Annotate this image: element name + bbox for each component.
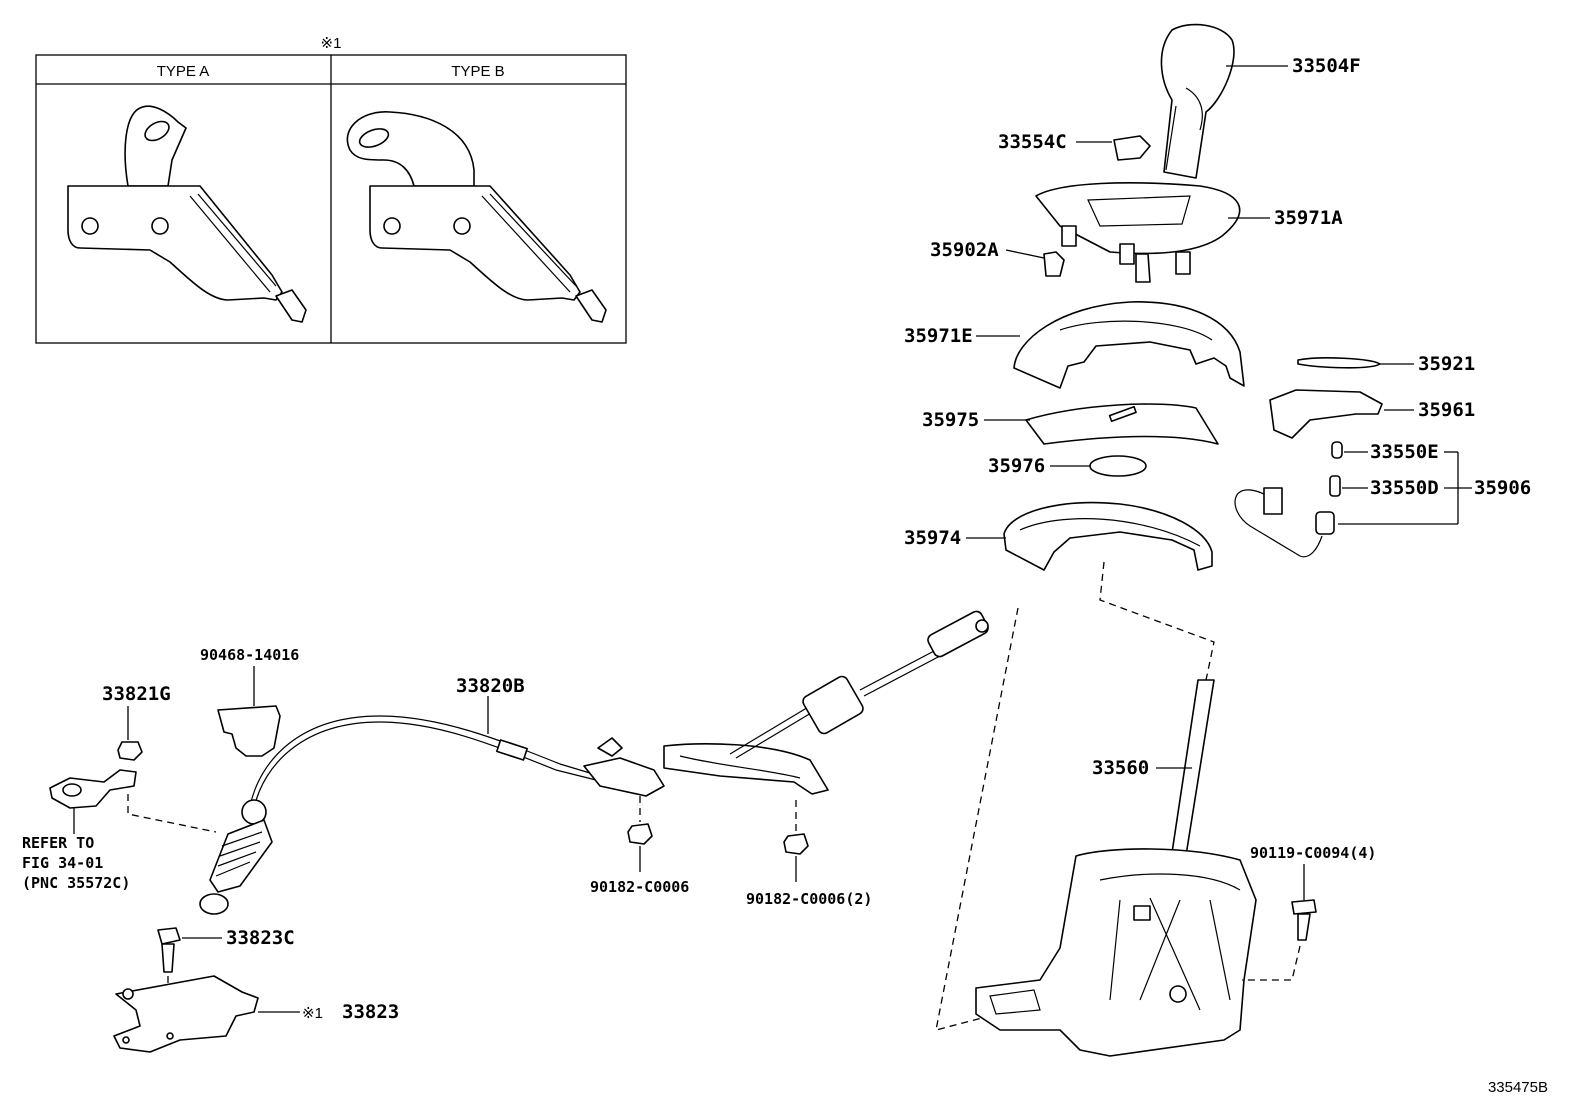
nut-33821G [117, 741, 143, 761]
label-90119: 90119-C0094(4) [1250, 844, 1376, 862]
label-33554C: 33554C [998, 131, 1067, 153]
shift-cable [249, 610, 989, 809]
label-35961: 35961 [1418, 399, 1475, 421]
label-35976: 35976 [988, 455, 1045, 477]
inset-box: ※1 TYPE A TYPE B [35, 35, 627, 344]
label-35974: 35974 [904, 527, 961, 549]
shift-knob [1160, 23, 1235, 179]
label-35975: 35975 [922, 409, 979, 431]
label-90182-b: 90182-C0006(2) [746, 890, 872, 908]
bulb-d [1329, 475, 1341, 497]
ref-line2: FIG 34-01 [22, 854, 103, 872]
knob-button [1113, 135, 1151, 161]
type-b-bracket [346, 111, 607, 323]
bracket-35572C [49, 769, 137, 809]
label-33821G: 33821G [102, 683, 171, 705]
label-90182-a: 90182-C0006 [590, 878, 689, 896]
ref-line3: (PNC 35572C) [22, 874, 130, 892]
bolt-90119 [1291, 899, 1317, 941]
clip [1043, 251, 1065, 277]
label-33823C: 33823C [226, 927, 295, 949]
bracket-33823 [113, 975, 259, 1053]
label-35971E: 35971E [904, 325, 973, 347]
upper-console-cover [1035, 182, 1241, 283]
label-90468: 90468-14016 [200, 646, 299, 664]
plate-35976 [1089, 455, 1147, 477]
inset-note-mark: ※1 [321, 35, 342, 52]
type-b-header: TYPE B [451, 63, 504, 80]
type-a-header: TYPE A [157, 63, 210, 80]
nut-90182-a [627, 823, 653, 845]
label-35906: 35906 [1474, 477, 1531, 499]
dust-cover [1025, 403, 1219, 445]
lower-housing [1003, 501, 1213, 571]
label-33504F: 33504F [1292, 55, 1361, 77]
wire-harness [1234, 487, 1335, 558]
label-33560: 33560 [1092, 757, 1149, 779]
label-33823: 33823 [342, 1001, 399, 1023]
label-33550E: 33550E [1370, 441, 1439, 463]
retaining-clip [217, 705, 281, 757]
type-a-bracket [67, 105, 307, 323]
bolt-33823C [157, 927, 181, 973]
label-35921: 35921 [1418, 353, 1475, 375]
label-33823-mark: ※1 [302, 1005, 323, 1022]
figure-id: 335475B [1488, 1079, 1548, 1096]
ref-line1: REFER TO [22, 834, 94, 852]
label-33550D: 33550D [1370, 477, 1439, 499]
label-33820B: 33820B [456, 675, 525, 697]
bracket-35961 [1269, 389, 1383, 439]
label-35902A: 35902A [930, 239, 999, 261]
strip [1297, 357, 1381, 369]
indicator-housing [1013, 301, 1245, 389]
cable-boot [199, 799, 273, 915]
bulb-e [1331, 441, 1343, 459]
label-35971A: 35971A [1274, 207, 1343, 229]
shift-lever-assembly [975, 679, 1257, 1057]
nut-90182-b [783, 833, 809, 855]
